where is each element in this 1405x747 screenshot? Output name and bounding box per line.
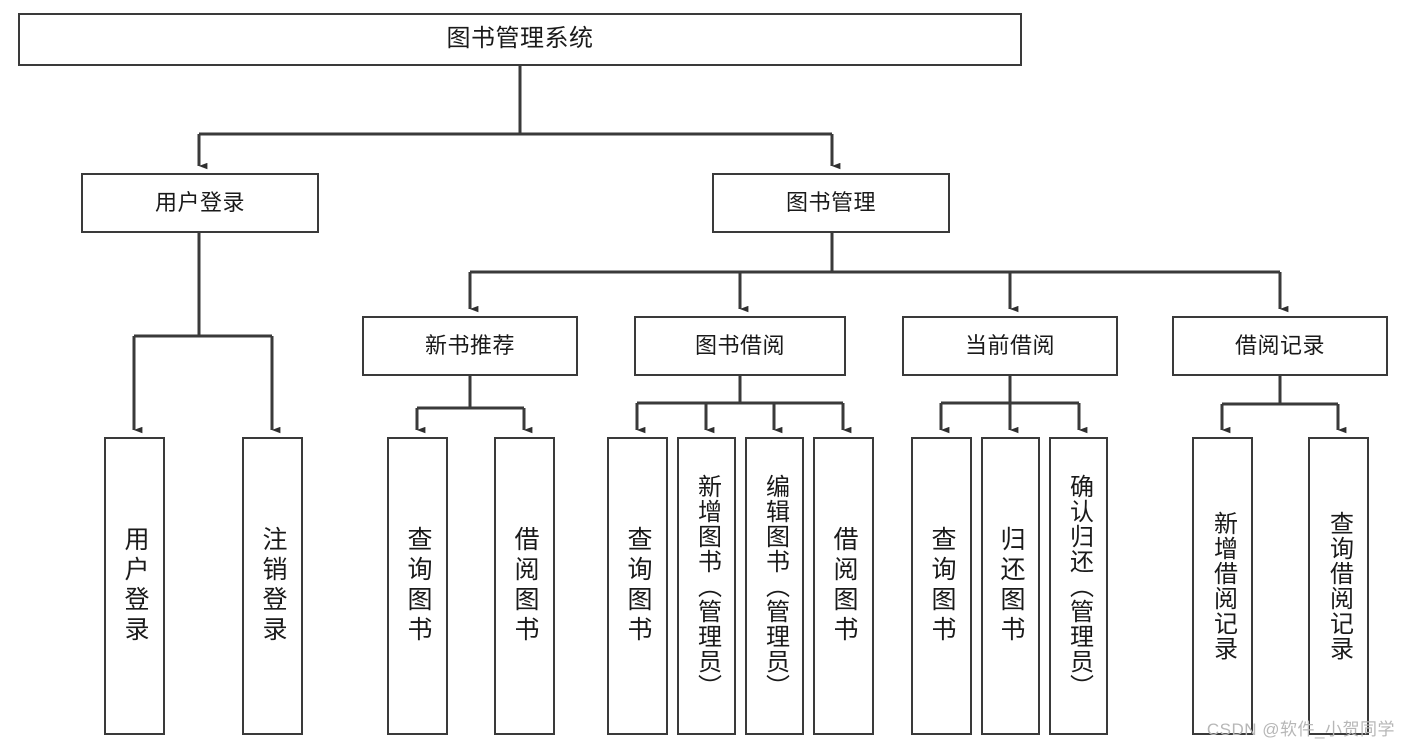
node-label: 借阅图书	[830, 526, 858, 646]
node-leaf-query-book-recommend[interactable]: 查询图书	[387, 437, 448, 735]
watermark-text: CSDN @软件_小贺同学	[1206, 720, 1395, 739]
node-new-book-recommend[interactable]: 新书推荐	[362, 316, 578, 376]
edge-currentborrow-to-leaves	[939, 376, 1088, 434]
node-root-system[interactable]: 图书管理系统	[18, 13, 1022, 66]
node-label: 借阅图书	[511, 526, 539, 646]
node-label: 新增借阅记录	[1209, 511, 1237, 661]
node-book-borrow[interactable]: 图书借阅	[634, 316, 846, 376]
node-user-login[interactable]: 用户登录	[81, 173, 319, 233]
edge-bookmgmt-to-level2	[468, 233, 1289, 313]
node-label: 查询借阅记录	[1325, 511, 1353, 661]
node-label: 归还图书	[997, 526, 1025, 646]
node-label: 当前借阅	[964, 333, 1055, 359]
node-label: 借阅记录	[1234, 333, 1325, 359]
node-label: 查询图书	[928, 526, 956, 646]
node-label: 用户登录	[121, 526, 149, 646]
node-leaf-edit-book-admin[interactable]: 编辑图书（管理员）	[745, 437, 804, 735]
node-label: 新书推荐	[424, 333, 515, 359]
edge-bookborrow-to-leaves	[635, 376, 852, 434]
edge-root-to-level1	[197, 66, 841, 170]
node-leaf-query-book-borrow[interactable]: 查询图书	[607, 437, 668, 735]
node-book-management[interactable]: 图书管理	[712, 173, 950, 233]
node-leaf-borrow-book-recommend[interactable]: 借阅图书	[494, 437, 555, 735]
node-leaf-add-borrow-record[interactable]: 新增借阅记录	[1192, 437, 1253, 735]
node-leaf-return-book[interactable]: 归还图书	[981, 437, 1040, 735]
node-leaf-borrow-book[interactable]: 借阅图书	[813, 437, 874, 735]
node-leaf-logout[interactable]: 注销登录	[242, 437, 303, 735]
node-label: 图书借阅	[694, 333, 785, 359]
node-leaf-query-book-current[interactable]: 查询图书	[911, 437, 972, 735]
node-label: 编辑图书（管理员）	[761, 473, 789, 699]
node-leaf-confirm-return-admin[interactable]: 确认归还（管理员）	[1049, 437, 1108, 735]
edge-newbook-to-leaves	[415, 376, 533, 434]
node-label: 新增图书（管理员）	[693, 473, 721, 699]
node-leaf-add-book-admin[interactable]: 新增图书（管理员）	[677, 437, 736, 735]
node-label: 用户登录	[154, 190, 245, 216]
node-label: 图书管理系统	[446, 25, 594, 53]
node-borrow-record[interactable]: 借阅记录	[1172, 316, 1388, 376]
edge-borrowrecord-to-leaves	[1220, 376, 1347, 434]
node-label: 注销登录	[259, 526, 287, 646]
node-label: 查询图书	[624, 526, 652, 646]
edge-userlogin-to-leaves	[132, 233, 281, 434]
node-leaf-query-borrow-record[interactable]: 查询借阅记录	[1308, 437, 1369, 735]
node-label: 图书管理	[785, 190, 876, 216]
node-label: 查询图书	[404, 526, 432, 646]
node-label: 确认归还（管理员）	[1065, 473, 1093, 699]
node-leaf-user-login[interactable]: 用户登录	[104, 437, 165, 735]
node-current-borrow[interactable]: 当前借阅	[902, 316, 1118, 376]
